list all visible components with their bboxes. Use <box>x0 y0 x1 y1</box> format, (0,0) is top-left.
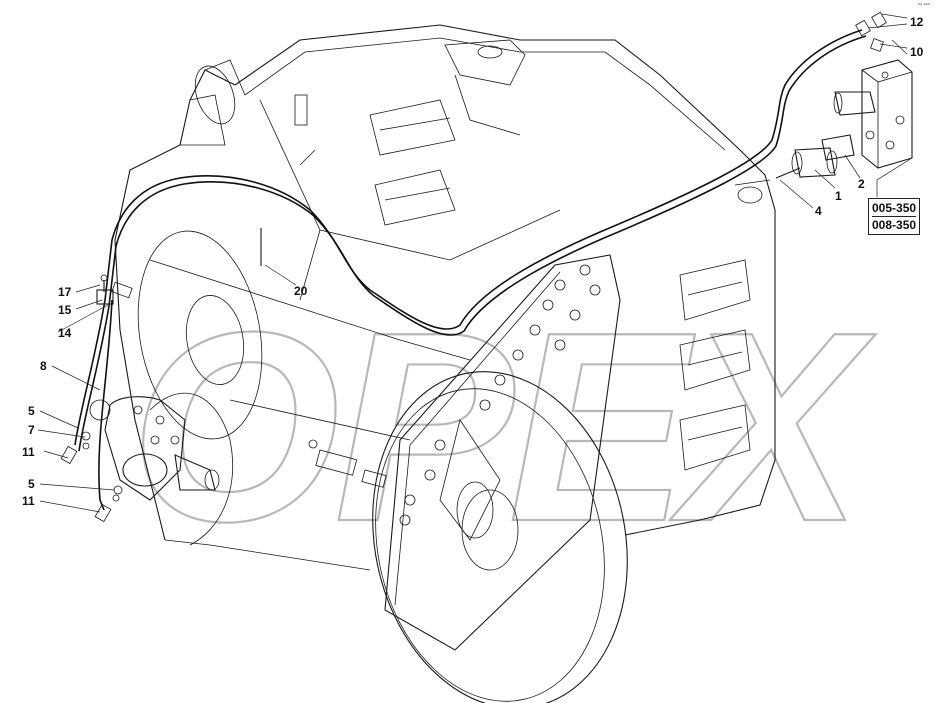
hydraulic-hose <box>60 29 867 523</box>
callout-5-lower: 5 <box>28 477 35 491</box>
callout-5-upper: 5 <box>28 404 35 418</box>
reference-code-1: 005-350 <box>872 201 917 215</box>
callout-20: 20 <box>294 284 308 298</box>
callout-4: 4 <box>815 204 822 218</box>
callout-1: 1 <box>835 189 842 203</box>
callout-14: 14 <box>58 326 72 340</box>
callout-10: 10 <box>910 45 924 59</box>
callout-2: 2 <box>858 177 865 191</box>
callout-labels: 12 10 1 2 4 20 17 15 14 8 5 7 11 5 11 <box>22 15 924 508</box>
callout-15: 15 <box>58 303 72 317</box>
callout-8: 8 <box>40 359 47 373</box>
reference-code-2: 008-350 <box>872 216 917 232</box>
reference-box: 005-350 008-350 <box>868 198 921 235</box>
drum-frame <box>114 24 776 571</box>
drive-motor <box>89 396 220 501</box>
callout-17: 17 <box>58 285 72 299</box>
drive-plate <box>308 254 621 651</box>
callout-7: 7 <box>28 423 35 437</box>
drawing-code: ▪▪ ▪▪▪ <box>917 2 930 8</box>
watermark-text: OPEX <box>130 277 876 578</box>
callout-11-lower: 11 <box>22 494 35 508</box>
leader-lines <box>37 13 913 513</box>
valve-block <box>775 11 913 179</box>
callout-11-upper: 11 <box>22 445 35 459</box>
callout-12: 12 <box>910 15 924 29</box>
hose-clamp <box>96 274 133 305</box>
